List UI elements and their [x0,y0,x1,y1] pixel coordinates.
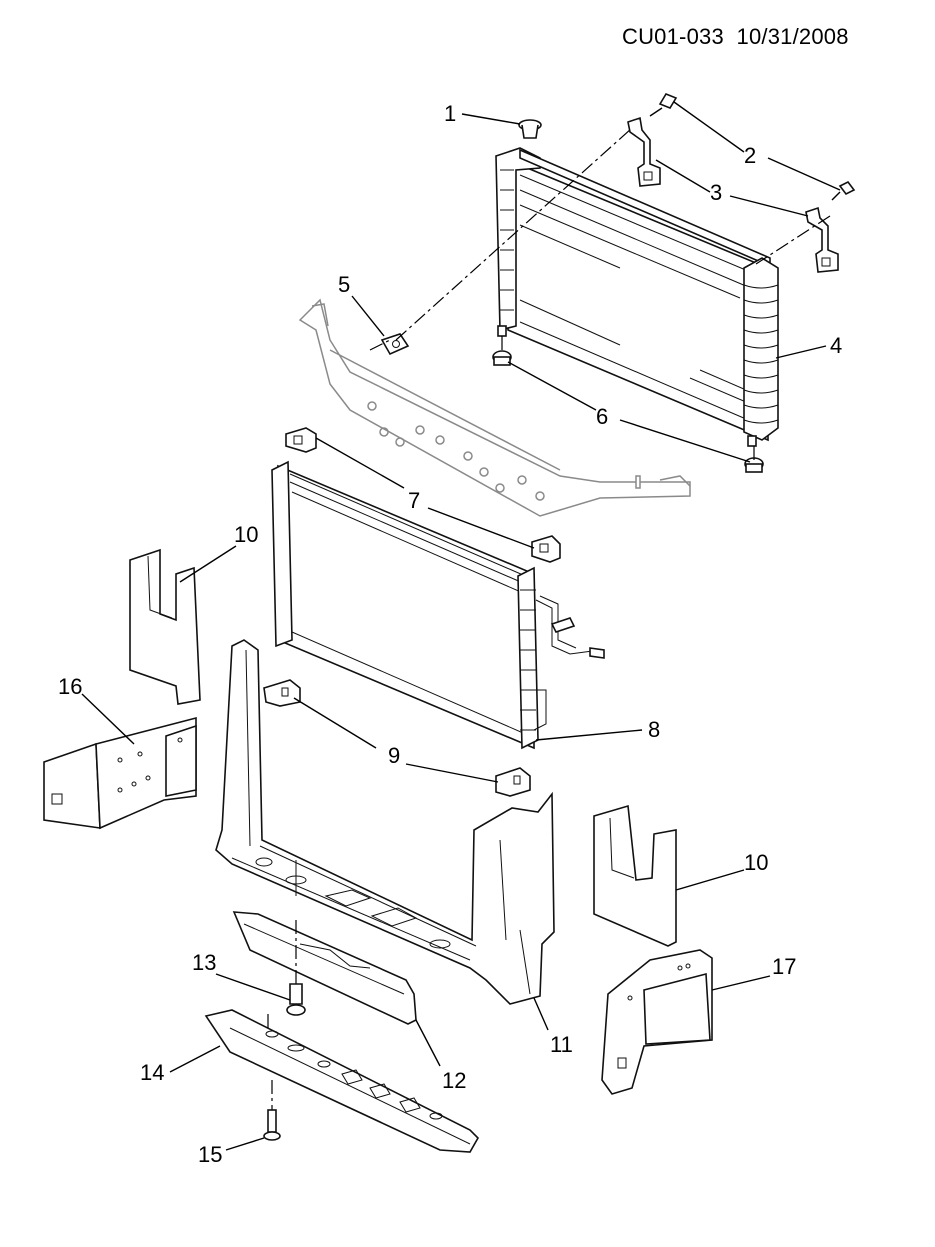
callout-4: 4 [830,333,842,358]
callout-9: 9 [388,743,400,768]
condenser-upper-bracket [285,427,317,453]
document-id: CU01-033 [622,24,724,49]
ac-condenser [271,460,605,750]
radiator-cap [518,119,542,139]
bolt [263,1080,281,1141]
upper-bracket [627,116,661,187]
side-baffle-right [601,949,713,1095]
leader-lines [81,101,841,1151]
callout-5: 5 [338,272,350,297]
callout-13: 13 [192,950,216,975]
callout-10-left: 10 [234,522,258,547]
callout-11: 11 [550,1032,573,1057]
condenser-upper-bracket [531,535,561,563]
air-deflector-right [593,804,677,947]
callout-17: 17 [772,954,796,979]
front-lower-air-dam [204,1009,479,1153]
callout-1: 1 [444,101,456,126]
bolt [286,920,306,1016]
callout-7: 7 [408,488,420,513]
lower-insulator [492,350,512,366]
radiator [495,147,779,447]
bolt [831,180,856,201]
callout-2: 2 [744,143,756,168]
callout-labels: 1 2 3 4 5 6 7 8 9 10 10 11 12 13 14 15 1… [58,101,842,1167]
side-baffle-left [43,716,197,830]
radiator-lower-support [215,639,555,1005]
document-date: 10/31/2008 [736,24,849,49]
lower-insulator [744,457,764,473]
bolt [649,93,678,117]
callout-14: 14 [140,1060,164,1085]
callout-8: 8 [648,717,660,742]
callout-15: 15 [198,1142,222,1167]
lower-air-deflector [232,911,417,1025]
callout-6: 6 [596,404,608,429]
upper-support-bar [298,298,691,517]
condenser-lower-bracket [495,767,531,797]
callout-16: 16 [58,674,82,699]
clip [380,333,410,356]
air-deflector-left [129,548,201,705]
diagram-header: CU01-033 10/31/2008 [622,24,849,50]
upper-bracket [805,206,839,273]
condenser-lower-bracket [263,679,301,707]
callout-3: 3 [710,180,722,205]
callout-12: 12 [442,1068,466,1093]
callout-10-right: 10 [744,850,768,875]
